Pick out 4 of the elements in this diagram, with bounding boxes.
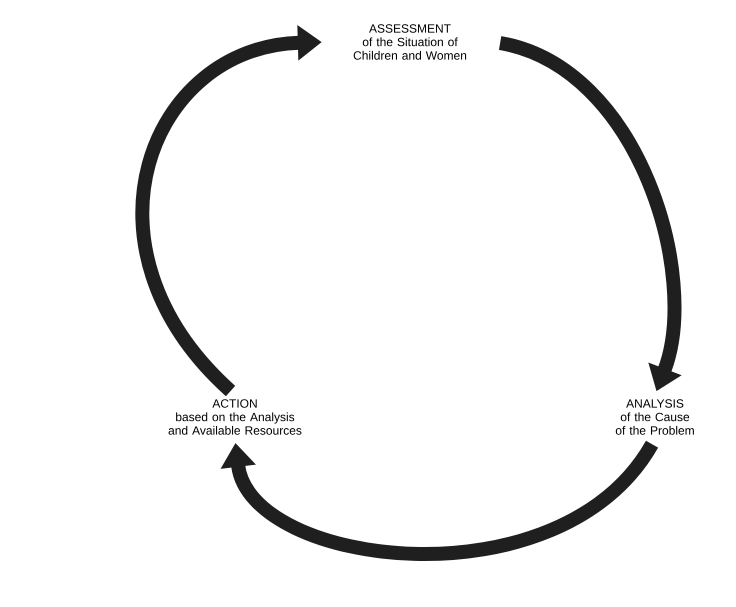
stage-label: ANALYSIS of the Cause of the Problem <box>616 399 694 435</box>
curved-arrow <box>220 440 658 561</box>
stage-label: ASSESSMENT of the Situation of Children and Women <box>354 24 466 60</box>
stage-label: ACTION based on the Analysis and Available Resources <box>168 399 302 435</box>
